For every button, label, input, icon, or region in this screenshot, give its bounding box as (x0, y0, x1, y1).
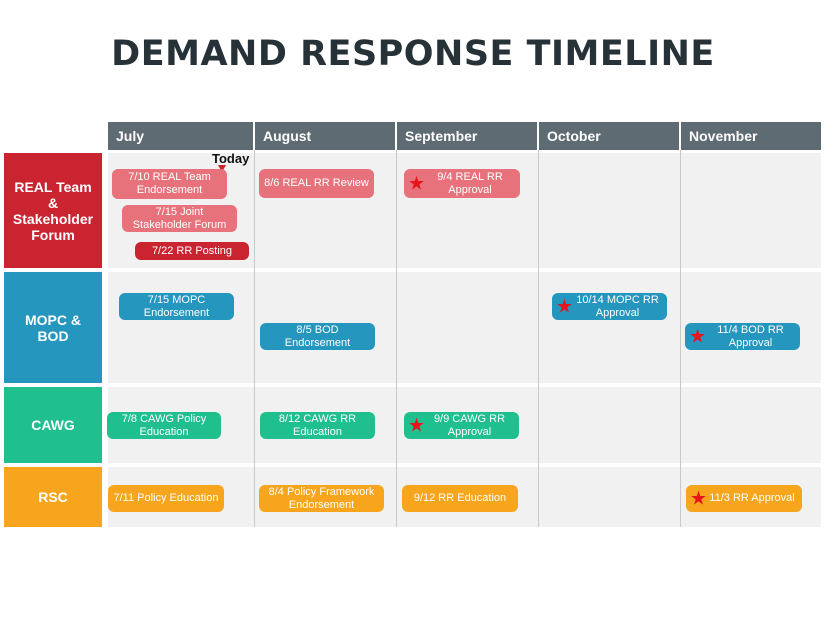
column-divider (680, 150, 681, 527)
row-label-text: RSC (38, 489, 68, 505)
event-policy-education[interactable]: 7/11 Policy Education (108, 485, 224, 512)
event-real-rr-review[interactable]: 8/6 REAL RR Review (259, 169, 374, 198)
event-label: 8/12 CAWG RR Education (278, 412, 357, 438)
event-label: 9/9 CAWG RR Approval (433, 412, 506, 438)
month-header-october: October (539, 122, 679, 150)
event-label: 11/4 BOD RR Approval (717, 323, 784, 349)
event-rr-approval[interactable]: ★ 11/3 RR Approval (686, 485, 802, 512)
event-bod-rr-approval[interactable]: ★ 11/4 BOD RR Approval (685, 323, 800, 350)
column-divider (254, 150, 255, 527)
event-label: 8/6 REAL RR Review (264, 177, 369, 189)
event-label: 7/8 CAWG Policy Education (121, 412, 207, 438)
today-label: Today (212, 151, 250, 166)
today-marker-icon (218, 165, 226, 172)
row-label-real-team: REAL Team & Stakeholder Forum (4, 153, 102, 268)
event-rr-education[interactable]: 9/12 RR Education (402, 485, 518, 512)
event-label: 7/22 RR Posting (151, 244, 233, 257)
month-header-september: September (397, 122, 537, 150)
event-cawg-rr-approval[interactable]: ★ 9/9 CAWG RR Approval (404, 412, 519, 439)
event-real-team-endorsement[interactable]: 7/10 REAL Team Endorsement (112, 169, 227, 199)
row-label-text: CAWG (31, 417, 75, 433)
row-label-cawg: CAWG (4, 387, 102, 463)
star-icon: ★ (556, 296, 574, 317)
row-label-mopc-bod: MOPC & BOD (4, 272, 102, 383)
column-divider (538, 150, 539, 527)
event-policy-framework-endorsement[interactable]: 8/4 Policy Framework Endorsement (259, 485, 384, 512)
event-label: 8/4 Policy Framework Endorsement (268, 485, 375, 511)
page-title: DEMAND RESPONSE TIMELINE (111, 34, 715, 74)
star-icon: ★ (408, 415, 426, 436)
event-cawg-policy-education[interactable]: 7/8 CAWG Policy Education (107, 412, 221, 439)
event-label: 7/15 Joint Stakeholder Forum (132, 205, 227, 231)
event-label: 7/15 MOPC Endorsement (143, 293, 210, 319)
row-label-text: MOPC & BOD (25, 311, 81, 344)
column-divider (396, 150, 397, 527)
month-header-august: August (255, 122, 395, 150)
event-label: 9/12 RR Education (413, 492, 507, 504)
row-label-rsc: RSC (4, 467, 102, 527)
event-label: 11/3 RR Approval (709, 492, 795, 504)
event-cawg-rr-education[interactable]: 8/12 CAWG RR Education (260, 412, 375, 439)
event-label: 7/11 Policy Education (113, 492, 219, 504)
row-label-text: REAL Team & Stakeholder Forum (12, 178, 94, 243)
star-icon: ★ (408, 173, 426, 194)
event-label: 7/10 REAL Team Endorsement (128, 171, 211, 196)
event-mopc-rr-approval[interactable]: ★ 10/14 MOPC RR Approval (552, 293, 667, 320)
event-rr-posting[interactable]: 7/22 RR Posting (135, 242, 249, 260)
star-icon: ★ (690, 488, 708, 509)
event-bod-endorsement[interactable]: 8/5 BOD Endorsement (260, 323, 375, 350)
event-label: 8/5 BOD Endorsement (284, 323, 351, 349)
event-real-rr-approval[interactable]: ★ 9/4 REAL RR Approval (404, 169, 520, 198)
event-label: 10/14 MOPC RR Approval (576, 293, 659, 319)
event-label: 9/4 REAL RR Approval (437, 170, 503, 196)
star-icon: ★ (689, 326, 707, 347)
month-header-november: November (681, 122, 821, 150)
event-mopc-endorsement[interactable]: 7/15 MOPC Endorsement (119, 293, 234, 320)
month-header-july: July (108, 122, 253, 150)
event-joint-stakeholder-forum[interactable]: 7/15 Joint Stakeholder Forum (122, 205, 237, 232)
